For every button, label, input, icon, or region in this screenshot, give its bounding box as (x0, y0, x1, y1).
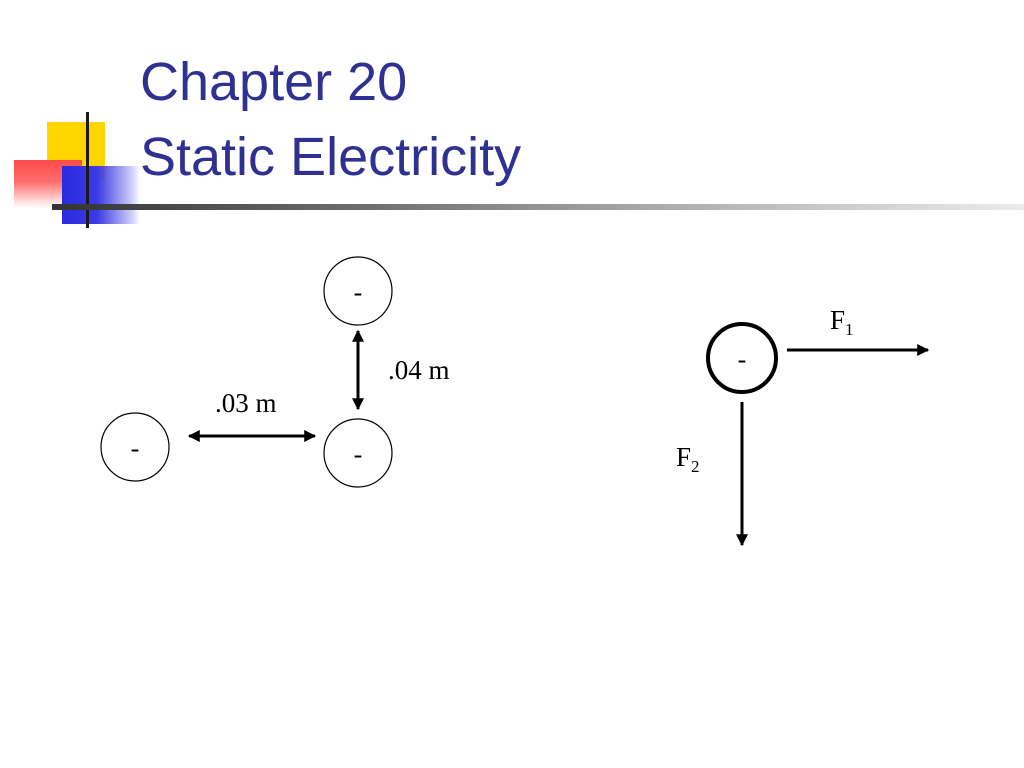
charge-left: - (100, 412, 170, 482)
horizontal-distance-label: .03 m (215, 388, 277, 418)
force-1-letter: F (830, 305, 845, 335)
force-2-subscript: 2 (691, 457, 700, 476)
charge-force-label: - (738, 345, 747, 374)
charge-top: - (323, 256, 393, 326)
vertical-distance-label: .04 m (388, 355, 450, 385)
charge-bottom: - (323, 418, 393, 488)
force-1-subscript: 1 (845, 320, 854, 339)
title-topic: Static Electricity (140, 127, 522, 187)
force-1-label: F1 (830, 305, 854, 339)
force-2-letter: F (676, 442, 691, 472)
title-underline (52, 204, 1024, 210)
charge-left-label: - (131, 434, 140, 463)
decorative-vertical-line (86, 112, 89, 228)
force-2-label: F2 (676, 442, 700, 476)
title-chapter: Chapter 20 (140, 52, 408, 112)
charge-top-label: - (354, 278, 363, 307)
charge-bottom-label: - (354, 440, 363, 469)
decorative-blue-square (62, 166, 140, 224)
charge-force-diagram: - (706, 322, 778, 394)
